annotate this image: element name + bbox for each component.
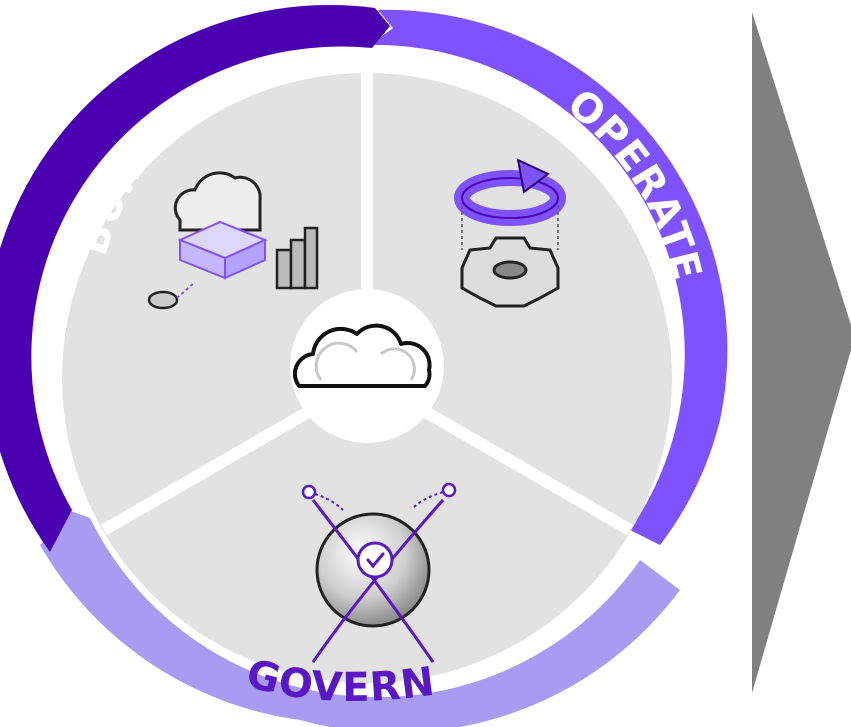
cloud-data-platform-icon (147, 171, 319, 310)
cloud-icon (292, 323, 432, 388)
right-arrow-shape (752, 12, 851, 693)
operate-arc (370, 9, 728, 545)
build-arc (0, 5, 390, 552)
govern-arc (40, 510, 680, 727)
refresh-gear-icon (454, 158, 566, 308)
governance-sphere-icon (301, 482, 457, 663)
